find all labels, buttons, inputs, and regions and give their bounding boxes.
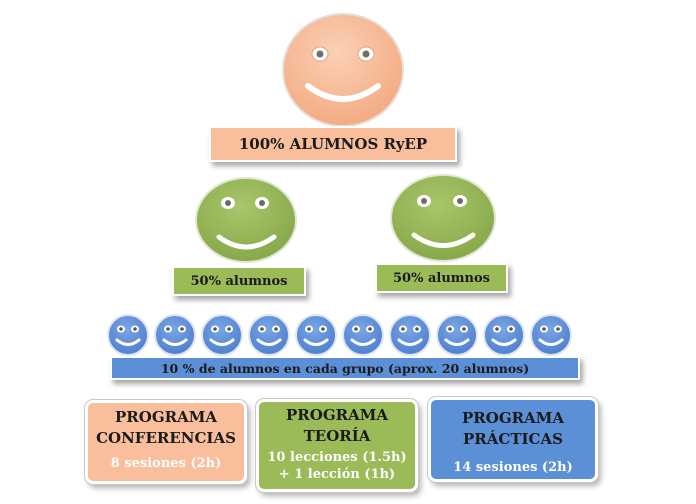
- program-detail-line1: 10 lecciones (1.5h): [267, 450, 407, 465]
- program-practices-card: PROGRAMA PRÁCTICAS 14 sesiones (2h): [428, 397, 598, 482]
- program-title-line2: TEORÍA: [303, 427, 371, 445]
- group-faces-row: [105, 312, 585, 358]
- half-students-left-label: 50% alumnos: [172, 266, 306, 296]
- group-percentage-label: 10 % de alumnos en cada grupo (aprox. 20…: [110, 356, 580, 380]
- half-students-right-label: 50% alumnos: [375, 263, 508, 293]
- program-theory-card: PROGRAMA TEORÍA 10 lecciones (1.5h) + 1 …: [256, 399, 418, 492]
- program-title-line2: CONFERENCIAS: [96, 429, 236, 447]
- program-title-line1: PROGRAMA: [462, 409, 564, 427]
- smiley-face-blue-icon: [342, 314, 384, 356]
- program-title-line1: PROGRAMA: [115, 408, 217, 426]
- smiley-face-green-right-icon: [390, 174, 496, 262]
- smiley-face-blue-icon: [248, 314, 290, 356]
- program-detail-line1: 8 sesiones (2h): [110, 456, 222, 471]
- smiley-face-blue-icon: [201, 314, 243, 356]
- smiley-face-green-left-icon: [195, 177, 297, 263]
- program-detail-line1: 14 sesiones (2h): [453, 460, 573, 475]
- program-title-line1: PROGRAMA: [286, 406, 388, 424]
- smiley-face-blue-icon: [530, 314, 572, 356]
- smiley-face-blue-icon: [107, 314, 149, 356]
- smiley-face-blue-icon: [295, 314, 337, 356]
- smiley-face-blue-icon: [483, 314, 525, 356]
- total-students-label: 100% ALUMNOS RyEP: [209, 126, 457, 162]
- program-detail-line2: + 1 lección (1h): [278, 467, 396, 482]
- program-title-line2: PRÁCTICAS: [463, 430, 563, 448]
- program-conferences-card: PROGRAMA CONFERENCIAS 8 sesiones (2h): [85, 400, 247, 484]
- smiley-face-blue-icon: [389, 314, 431, 356]
- smiley-face-blue-icon: [436, 314, 478, 356]
- smiley-face-large-orange-icon: [282, 13, 404, 127]
- smiley-face-blue-icon: [154, 314, 196, 356]
